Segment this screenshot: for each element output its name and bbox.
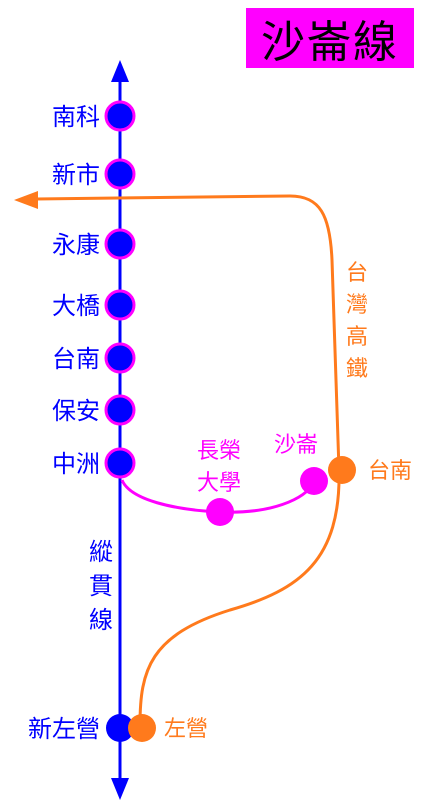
rail-lines bbox=[14, 60, 341, 800]
main-line-label-char-1: 貫 bbox=[89, 572, 113, 600]
map-title-text: 沙崙線 bbox=[261, 17, 399, 68]
shalun-station-label-1-0: 沙崙 bbox=[274, 433, 318, 458]
shalun-station-0 bbox=[206, 498, 234, 526]
shalun-station-label-0-1: 大學 bbox=[197, 471, 241, 496]
hsr-station-1 bbox=[128, 714, 156, 742]
main-station-label-6: 中洲 bbox=[52, 450, 100, 478]
main-line-south-arrow bbox=[111, 778, 129, 800]
map-title: 沙崙線 bbox=[246, 8, 414, 68]
shalun-station-1 bbox=[300, 467, 328, 495]
hsr-line bbox=[35, 194, 341, 726]
main-station-label-0: 南科 bbox=[52, 103, 100, 131]
main-line-north-arrow bbox=[111, 60, 129, 82]
main-station-7 bbox=[106, 714, 134, 742]
main-station-label-1: 新市 bbox=[52, 161, 100, 189]
main-station-3 bbox=[104, 289, 136, 321]
hsr-label-char-3: 鐵 bbox=[346, 357, 368, 382]
hsr-label-char-0: 台 bbox=[346, 261, 368, 286]
main-station-label-5: 保安 bbox=[52, 397, 100, 425]
main-line-label-char-2: 線 bbox=[89, 606, 113, 634]
main-station-5 bbox=[104, 394, 136, 426]
main-station-label-2: 永康 bbox=[52, 231, 100, 259]
hsr-station-label-1: 左營 bbox=[164, 717, 208, 742]
main-line-label-char-0: 縱 bbox=[89, 538, 113, 566]
rail-stations bbox=[104, 100, 356, 742]
main-station-2 bbox=[104, 228, 136, 260]
main-station-6 bbox=[104, 447, 136, 479]
hsr-label-char-2: 高 bbox=[346, 325, 368, 350]
main-station-label-3: 大橋 bbox=[52, 292, 100, 320]
hsr-station-0 bbox=[328, 456, 356, 484]
main-station-1 bbox=[104, 158, 136, 190]
main-station-label-7: 新左營 bbox=[28, 715, 100, 743]
hsr-station-label-0: 台南 bbox=[368, 459, 412, 484]
shalun-station-label-0-0: 長榮 bbox=[197, 439, 241, 464]
main-station-label-4: 台南 bbox=[52, 345, 100, 373]
main-station-4 bbox=[104, 342, 136, 374]
main-station-0 bbox=[104, 100, 136, 132]
hsr-west-arrow bbox=[14, 191, 38, 209]
hsr-label-char-1: 灣 bbox=[346, 293, 368, 318]
